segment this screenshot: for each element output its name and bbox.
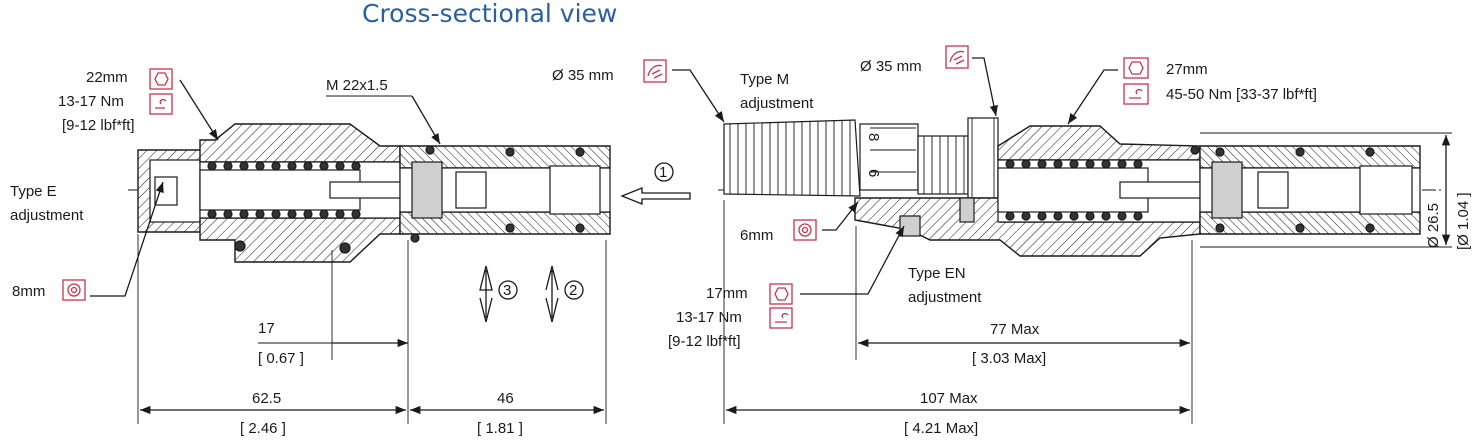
dim-17: 17 xyxy=(258,320,275,337)
right-spring xyxy=(1005,159,1143,221)
dim-46-in: [ 1.81 ] xyxy=(477,420,523,437)
port-3-label: 3 xyxy=(503,282,511,299)
knob-diameter: Ø 35 mm xyxy=(552,67,614,84)
allen-key-icon xyxy=(793,219,817,241)
hex-nut-icon xyxy=(769,283,793,305)
right-hex-size: 27mm xyxy=(1166,61,1208,78)
left-thread: M 22x1.5 xyxy=(326,77,388,94)
dim-46: 46 xyxy=(497,390,514,407)
type-m-type: Type M xyxy=(740,71,789,88)
port-1-label: 1 xyxy=(659,164,667,181)
en-torque-nm: 13-17 Nm xyxy=(676,309,742,326)
dia-in: [Ø 1.04 ] xyxy=(1455,192,1472,250)
dim-107-in: [ 4.21 Max] xyxy=(904,420,978,437)
dia-mm: Ø 26.5 xyxy=(1425,203,1442,248)
page-title: Cross-sectional view xyxy=(362,0,617,28)
type-en-label: adjustment xyxy=(908,289,982,306)
flow-arrows: 3 2 1 xyxy=(479,162,691,323)
left-adjust-label: adjustment xyxy=(10,207,84,224)
right-dimensions: 77 Max [ 3.03 Max] 107 Max [ 4.21 Max] Ø… xyxy=(723,132,1472,437)
left-torque-nm: 13-17 Nm xyxy=(58,93,124,110)
dim-77: 77 Max xyxy=(990,321,1040,338)
torque-wrench-icon xyxy=(1123,83,1149,105)
scale-mark-b: 6 xyxy=(865,169,882,177)
right-allen-size: 6mm xyxy=(740,227,773,244)
right-valve-drawing: 8 6 xyxy=(718,117,1442,257)
type-en-type: Type EN xyxy=(908,265,966,282)
en-hex-size: 17mm xyxy=(706,285,748,302)
port-2-label: 2 xyxy=(569,282,577,299)
knob-diameter-2: Ø 35 mm xyxy=(860,58,922,75)
right-torque: 45-50 Nm [33-37 lbf*ft] xyxy=(1166,86,1317,103)
torque-wrench-icon xyxy=(769,307,793,329)
torque-wrench-icon xyxy=(149,93,173,115)
dim-62-in: [ 2.46 ] xyxy=(240,420,286,437)
flow-arrow-icon xyxy=(620,187,691,205)
left-allen-size: 8mm xyxy=(12,283,45,300)
left-torque-lbf: [9-12 lbf*ft] xyxy=(62,117,135,134)
hand-tighten-icon xyxy=(643,59,667,83)
left-valve-drawing xyxy=(128,123,612,263)
dim-107: 107 Max xyxy=(920,390,978,407)
type-m-knob xyxy=(723,119,861,197)
dim-77-in: [ 3.03 Max] xyxy=(972,350,1046,367)
knob-grip xyxy=(729,120,851,196)
hand-tighten-icon xyxy=(945,45,969,69)
en-torque-lbf: [9-12 lbf*ft] xyxy=(668,333,741,350)
scale-mark-a: 8 xyxy=(865,133,882,141)
left-adjust-type: Type E xyxy=(10,183,57,200)
dim-62: 62.5 xyxy=(252,390,281,407)
left-dimensions: 17 [ 0.67 ] 62.5 [ 2.46 ] 46 [ 1.81 ] xyxy=(137,234,607,437)
left-spring xyxy=(207,161,361,219)
allen-key-icon xyxy=(62,279,86,301)
dim-17-in: [ 0.67 ] xyxy=(258,350,304,367)
hex-nut-icon xyxy=(149,68,173,90)
type-m-label: adjustment xyxy=(740,95,814,112)
left-hex-size: 22mm xyxy=(86,69,128,86)
hex-nut-icon xyxy=(1123,57,1149,79)
